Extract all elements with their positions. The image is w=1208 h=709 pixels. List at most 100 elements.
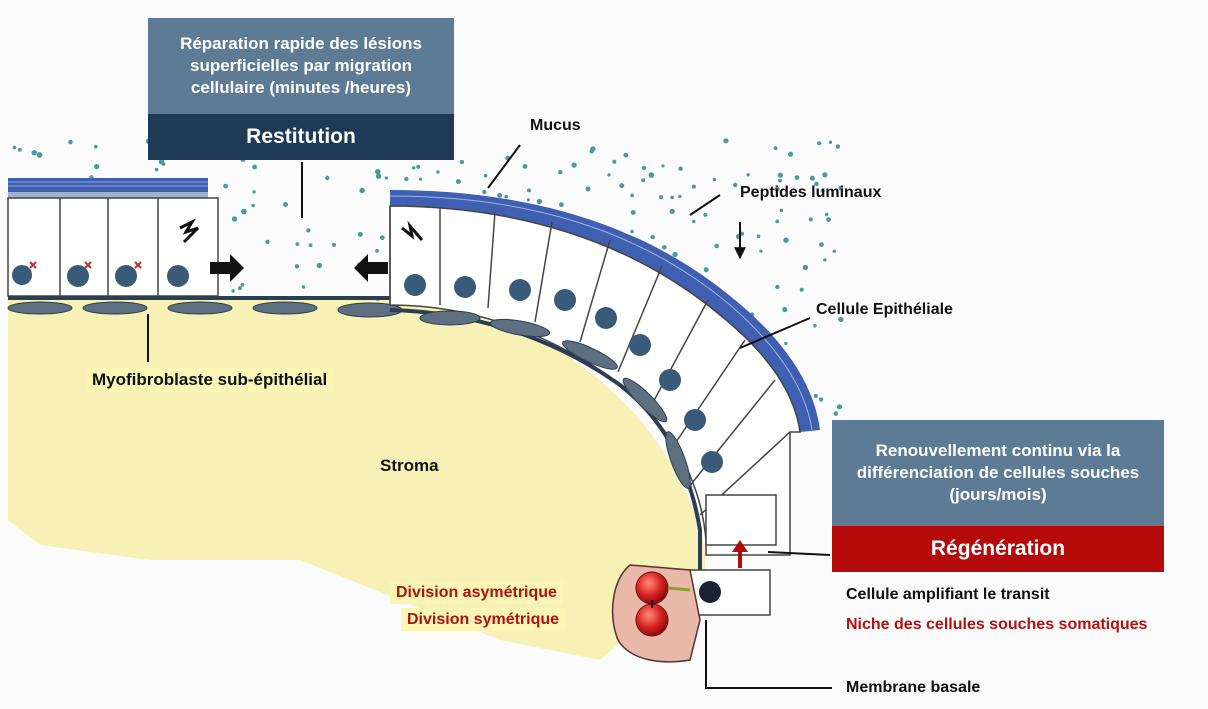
peptide-dot	[813, 324, 817, 328]
peptide-dot	[733, 183, 737, 187]
peptide-dot	[784, 342, 787, 345]
peptide-dot	[814, 394, 818, 398]
peptide-dot	[783, 238, 788, 243]
transit-cell-upper	[706, 495, 776, 545]
peptide-dot	[826, 217, 831, 222]
peptide-dot	[590, 149, 594, 153]
peptide-dot	[155, 168, 159, 172]
peptide-dot	[662, 245, 667, 250]
peptide-dot	[704, 267, 709, 272]
peptide-dot	[692, 185, 696, 189]
peptide-dot	[296, 242, 300, 246]
peptide-dot	[834, 411, 839, 416]
peptide-dot	[537, 199, 542, 204]
mucus-label: Mucus	[530, 116, 581, 135]
regeneration-description: Renouvellement continu via la différenci…	[832, 420, 1164, 526]
peptide-dot	[759, 250, 762, 253]
peptide-dot	[586, 186, 591, 191]
peptide-dot	[631, 210, 636, 215]
peptide-dot	[819, 397, 823, 401]
peptide-dot	[325, 176, 329, 180]
peptide-dot	[822, 172, 827, 177]
peptide-dot	[309, 243, 313, 247]
peptide-dot	[283, 202, 288, 207]
peptide-dot	[825, 213, 828, 216]
peptide-dot	[692, 220, 695, 223]
peptide-dot	[358, 232, 363, 237]
peptide-dot	[678, 195, 681, 198]
peptide-dot	[375, 249, 379, 253]
peptide-dot	[703, 213, 707, 217]
peptide-dot	[94, 164, 99, 169]
peptide-dot	[678, 167, 682, 171]
peptide-dot	[571, 162, 576, 167]
peptide-dot	[833, 250, 836, 253]
peptide-dot	[317, 263, 322, 268]
peptide-dot	[803, 265, 808, 270]
peptide-dot	[651, 235, 655, 239]
peptide-dot	[13, 146, 17, 150]
peptide-dot	[630, 230, 634, 234]
peptide-dot	[419, 178, 422, 181]
peptide-dot	[782, 307, 787, 312]
peptide-dot	[497, 193, 502, 198]
peptide-dot	[757, 234, 761, 238]
peptide-dot	[37, 152, 43, 158]
peptide-dot	[241, 209, 247, 215]
peptide-dot	[484, 174, 488, 178]
peptide-dot	[68, 140, 73, 145]
peptide-dot	[558, 170, 562, 174]
peptide-dot	[359, 188, 364, 193]
peptide-dot	[252, 165, 257, 170]
peptide-dot	[775, 285, 779, 289]
peptide-dot	[456, 179, 461, 184]
peptide-dot	[795, 175, 800, 180]
peptide-dot	[809, 217, 813, 221]
peptide-dot	[412, 166, 415, 169]
stem-niche-label: Niche des cellules souches somatiques	[846, 615, 1147, 634]
stroma-label: Stroma	[380, 456, 439, 476]
peptide-dot	[829, 141, 832, 144]
peptide-dot	[778, 173, 783, 178]
peptide-dot	[819, 242, 824, 247]
peptide-dot	[559, 202, 564, 207]
peptide-dot	[527, 188, 531, 192]
peptide-dot	[774, 146, 778, 150]
peptide-dot	[332, 243, 336, 247]
peptide-dot	[527, 198, 530, 201]
peptide-dot	[32, 150, 37, 155]
peptide-dot	[661, 164, 664, 167]
peptide-dot	[223, 184, 228, 189]
myofibroblast-label: Myofibroblaste sub-épithélial	[86, 368, 333, 392]
peptide-dot	[231, 289, 234, 292]
peptide-dot	[607, 173, 610, 176]
peptide-dot	[404, 177, 408, 181]
peptide-dot	[823, 258, 826, 261]
peptide-dot	[670, 196, 674, 200]
peptide-dot	[251, 204, 255, 208]
peptide-dot	[612, 160, 616, 164]
peptide-dot	[672, 252, 677, 257]
peptide-dot	[376, 174, 381, 179]
peptide-dot	[504, 195, 508, 199]
transit-cell-label: Cellule amplifiant le transit	[846, 585, 1050, 604]
peptide-dot	[241, 283, 245, 287]
peptide-dot	[746, 173, 749, 176]
peptide-dot	[295, 264, 299, 268]
peptide-dot	[775, 220, 779, 224]
peptide-dot	[162, 162, 166, 166]
peptide-dot	[619, 183, 624, 188]
peptide-dot	[302, 285, 305, 288]
peptide-dot	[780, 209, 784, 213]
peptide-dot	[659, 195, 663, 199]
peptide-dot	[238, 286, 242, 290]
epithelial-cell-label: Cellule Epithéliale	[816, 300, 953, 319]
peptide-dot	[460, 160, 464, 164]
peptide-dot	[778, 179, 782, 183]
restitution-title: Restitution	[148, 114, 454, 160]
peptide-dot	[714, 244, 719, 249]
peptide-dot	[18, 148, 22, 152]
peptide-dot	[836, 144, 840, 148]
peptide-dot	[713, 178, 717, 182]
